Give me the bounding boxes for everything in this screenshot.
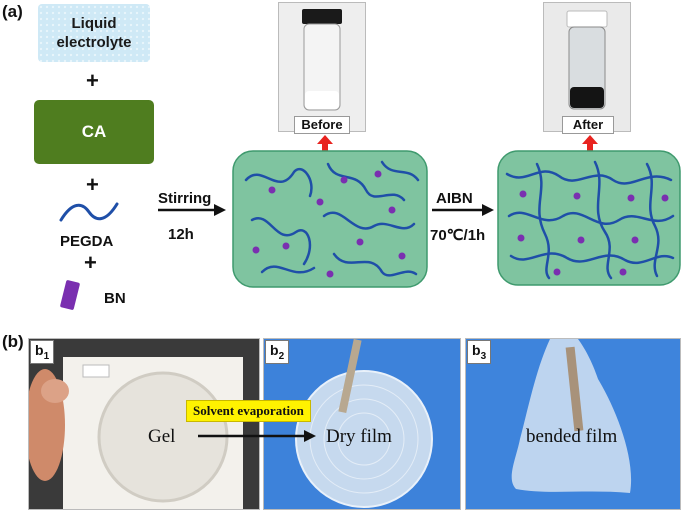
ca-box: CA (34, 100, 154, 164)
vial-before-icon (279, 3, 365, 131)
plus-sign-2: + (86, 172, 99, 198)
polymer-network-before (232, 150, 428, 288)
evaporation-arrow (196, 428, 318, 444)
solvent-evaporation-label: Solvent evaporation (186, 400, 311, 422)
polymer-network-after (497, 150, 681, 286)
after-vial-photo (543, 2, 631, 132)
b3-letter: b (472, 342, 481, 358)
b1-letter: b (35, 342, 44, 358)
pegda-chain-icon (58, 198, 120, 226)
bn-particle-icon (58, 278, 84, 314)
b2-label: b2 (265, 340, 289, 364)
bn-label: BN (104, 290, 126, 307)
b1-subscript: 1 (44, 351, 50, 362)
panel-b-label: (b) (2, 332, 24, 352)
ca-text: CA (82, 122, 107, 142)
process-arrow-1 (156, 202, 228, 218)
b2-letter: b (270, 342, 279, 358)
bended-film-image (466, 339, 680, 509)
plus-sign-3: + (84, 250, 97, 276)
gel-dish-image (29, 339, 259, 509)
before-vial-photo (278, 2, 366, 132)
liquid-electrolyte-box: Liquid electrolyte (38, 4, 150, 62)
bended-film-label: bended film (526, 426, 617, 448)
vial-after-icon (544, 3, 630, 131)
b2-subscript: 2 (279, 351, 285, 362)
b1-label: b1 (30, 340, 54, 364)
stirring-time-label: 12h (168, 226, 194, 243)
dry-film-image (264, 339, 460, 509)
panel-a-label: (a) (2, 2, 23, 22)
bended-film-photo (465, 338, 681, 510)
b3-label: b3 (467, 340, 491, 364)
b3-subscript: 3 (481, 351, 487, 362)
dry-film-label: Dry film (326, 426, 392, 448)
liquid-electrolyte-text: Liquid electrolyte (54, 14, 134, 52)
aibn-condition-label: 70℃/1h (430, 226, 485, 244)
before-caption: Before (294, 116, 350, 134)
pegda-label: PEGDA (60, 233, 113, 250)
dry-film-photo (263, 338, 461, 510)
plus-sign-1: + (86, 68, 99, 94)
process-arrow-2 (430, 202, 496, 218)
gel-photo (28, 338, 260, 510)
gel-label: Gel (148, 426, 175, 448)
after-caption: After (562, 116, 614, 134)
